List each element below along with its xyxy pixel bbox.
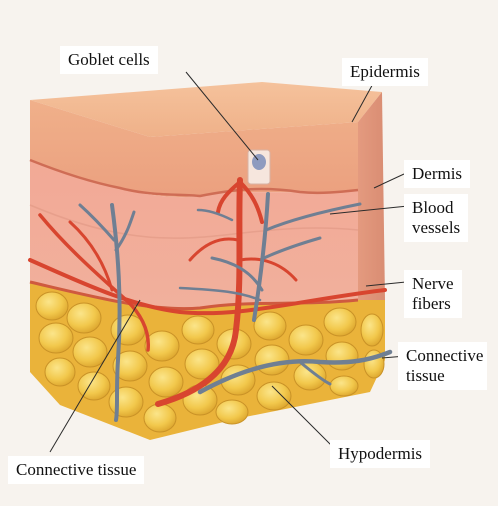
epidermis-label: Epidermis	[342, 58, 428, 86]
connective-tissue-right-label-line-1: Connective	[406, 346, 483, 366]
dermis-label: Dermis	[404, 160, 470, 188]
connective-tissue-right-label-line-2: tissue	[406, 366, 483, 386]
hypodermis-label: Hypodermis	[330, 440, 430, 468]
nerve-fibers-label-line-2: fibers	[412, 294, 454, 314]
blood-vessels-label-line-1: Blood	[412, 198, 460, 218]
nerve-fibers-label: Nerve fibers	[404, 270, 462, 318]
blood-vessels-label: Blood vessels	[404, 194, 468, 242]
blood-vessels-label-line-2: vessels	[412, 218, 460, 238]
goblet-cells-label: Goblet cells	[60, 46, 158, 74]
connective-tissue-right-label: Connective tissue	[398, 342, 487, 390]
nerve-fibers-label-line-1: Nerve	[412, 274, 454, 294]
goblet-cell	[248, 150, 270, 184]
connective-tissue-left-label: Connective tissue	[8, 456, 144, 484]
